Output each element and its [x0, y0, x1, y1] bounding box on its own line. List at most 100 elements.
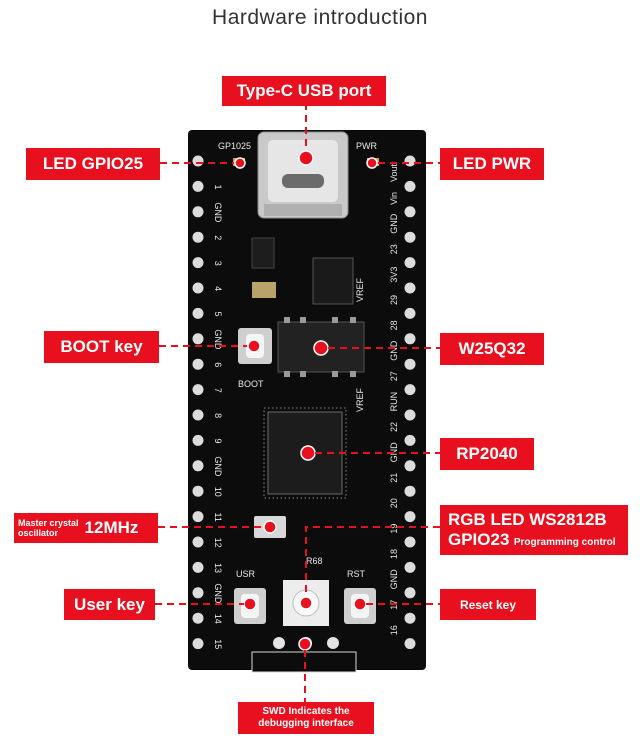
pin-label-right: RUN: [389, 392, 399, 412]
callout-led-pwr: LED PWR: [440, 148, 544, 180]
pin-pad: [404, 333, 416, 345]
silk-usr: USR: [236, 569, 256, 579]
pin-label-right: 27: [389, 371, 399, 381]
pin-label-left: 1: [213, 184, 223, 189]
silk-r68: R68: [306, 556, 323, 566]
right-pin-header: [404, 155, 416, 650]
pin-pad: [192, 638, 204, 650]
pin-pad: [404, 180, 416, 192]
pin-pad: [192, 307, 204, 319]
pin-pad: [404, 358, 416, 370]
callout-rp2040: RP2040: [440, 438, 534, 470]
pin-label-left: 14: [213, 614, 223, 624]
pin-pad: [192, 434, 204, 446]
page-title: Hardware introduction: [212, 6, 428, 29]
callout-crystal-desc: Master crystal oscillator: [18, 518, 79, 538]
pin-pad: [404, 409, 416, 421]
callout-rgb-led: RGB LED WS2812B GPIO23 Programming contr…: [440, 505, 628, 555]
silk-vref: VREF: [355, 277, 365, 302]
pin-pad: [192, 485, 204, 497]
pin-pad: [192, 180, 204, 192]
pin-label-right: 19: [389, 524, 399, 534]
pin-label-left: 3: [213, 261, 223, 266]
pin-label-right: 21: [389, 473, 399, 483]
pin-label-left: GND: [213, 329, 223, 350]
crystal-desc-line2: oscillator: [18, 528, 59, 538]
silk-vref: VREF: [355, 387, 365, 412]
pin-pad: [192, 460, 204, 472]
pin-pad: [404, 460, 416, 472]
pin-pad: [192, 561, 204, 573]
rgb-led-gpio-line: GPIO23 Programming control: [448, 530, 616, 550]
pin-pad: [404, 206, 416, 218]
pin-pad: [404, 485, 416, 497]
silk-rst: RST: [347, 569, 366, 579]
callout-user-key: User key: [64, 589, 155, 620]
regulator-chip: [251, 237, 275, 269]
pin-label-left: 2: [213, 235, 223, 240]
pin-pad: [192, 206, 204, 218]
silk-pwr: PWR: [356, 141, 377, 151]
rgb-led-title: RGB LED WS2812B: [448, 510, 607, 529]
pin-pad: [404, 587, 416, 599]
swd-pad: [273, 637, 285, 649]
pin-pad: [192, 358, 204, 370]
callout-type-c-usb: Type-C USB port: [222, 76, 386, 106]
pin-pad: [404, 511, 416, 523]
swd-pad: [327, 637, 339, 649]
pin-label-right: 16: [389, 625, 399, 635]
pin-pad: [404, 434, 416, 446]
callout-boot-key: BOOT key: [44, 331, 159, 363]
pin-label-right: Vout: [389, 163, 399, 182]
pin-label-left: GND: [213, 202, 223, 223]
pin-label-left: 15: [213, 639, 223, 649]
pin-pad: [404, 612, 416, 624]
pin-pad: [192, 282, 204, 294]
pin-label-right: 28: [389, 320, 399, 330]
pin-label-right: 18: [389, 549, 399, 559]
callout-w25q32: W25Q32: [440, 333, 544, 365]
pin-label-right: 23: [389, 244, 399, 254]
pin-pad: [404, 257, 416, 269]
pin-pad: [192, 511, 204, 523]
callout-crystal: Master crystal oscillator 12MHz: [14, 513, 158, 543]
pin-pad: [404, 307, 416, 319]
pin-pad: [192, 536, 204, 548]
callout-swd: SWD Indicates the debugging interface: [238, 702, 374, 734]
swd-line2: debugging interface: [258, 718, 354, 729]
pin-pad: [404, 536, 416, 548]
pin-label-right: GND: [389, 213, 399, 234]
pin-label-left: 13: [213, 563, 223, 573]
small-component: [252, 282, 276, 298]
pin-label-right: Vin: [389, 192, 399, 205]
pin-label-left: 9: [213, 438, 223, 443]
crystal-frequency: 12MHz: [84, 518, 139, 537]
pin-label-left: GND: [213, 456, 223, 477]
pin-label-left: 6: [213, 362, 223, 367]
pin-pad: [404, 638, 416, 650]
right-pin-labels: VoutVinGND233V32928GND27RUN22GND21201918…: [389, 163, 399, 635]
pin-label-right: GND: [389, 569, 399, 590]
crystal-desc-line1: Master crystal: [18, 518, 79, 528]
pin-pad: [192, 257, 204, 269]
rgb-led-programming: Programming control: [513, 537, 616, 548]
pin-label-right: 29: [389, 295, 399, 305]
pin-label-right: GND: [389, 340, 399, 361]
pin-label-left: 10: [213, 487, 223, 497]
pin-pad: [192, 231, 204, 243]
pin-pad: [404, 231, 416, 243]
swd-line1: SWD Indicates the: [262, 706, 350, 717]
pin-pad: [404, 155, 416, 167]
pin-pad: [404, 384, 416, 396]
pin-label-left: 4: [213, 286, 223, 291]
pin-label-right: 22: [389, 422, 399, 432]
pin-label-left: 11: [213, 513, 223, 522]
pin-label-right: 20: [389, 498, 399, 508]
mosfet-chip: [312, 257, 354, 305]
pin-pad: [192, 155, 204, 167]
left-pin-header: [192, 155, 204, 650]
pin-pad: [404, 561, 416, 573]
usb-c-connector: [257, 131, 349, 219]
